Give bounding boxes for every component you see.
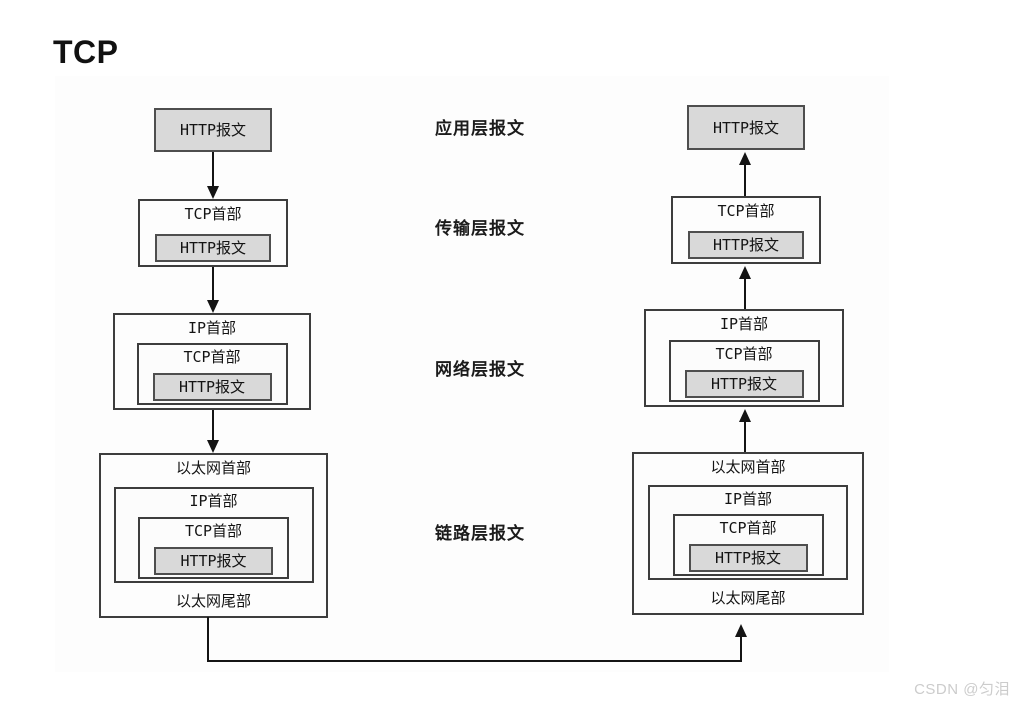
box-label-tcp-header: TCP首部 (183, 348, 241, 366)
encapsulation-arrow-3-line (212, 410, 214, 443)
csdn-watermark: CSDN @匀泪 (914, 681, 1010, 698)
box-label-http: HTTP报文 (712, 118, 780, 137)
right-link-tcp-box: TCP首部 HTTP报文 (672, 514, 824, 576)
right-network-box: IP首部 TCP首部 HTTP报文 (644, 309, 844, 407)
box-label-ip-header: IP首部 (723, 490, 773, 508)
box-label-ip-header: IP首部 (189, 491, 238, 510)
right-transport-box: TCP首部 HTTP报文 (671, 196, 821, 264)
box-label-ip-header: IP首部 (187, 319, 237, 337)
decapsulation-arrow-1-line (744, 164, 746, 196)
box-label-tcp-header: TCP首部 (717, 202, 775, 220)
page-title: TCP (53, 34, 119, 70)
left-transport-box: TCP首部 HTTP报文 (138, 199, 288, 267)
box-label-http: HTTP报文 (710, 375, 778, 393)
left-link-box: 以太网首部 IP首部 TCP首部 HTTP报文 以太网尾部 (99, 453, 328, 618)
decapsulation-arrow-2-line (744, 278, 746, 309)
right-link-box: 以太网首部 IP首部 TCP首部 HTTP报文 以太网尾部 (632, 452, 864, 615)
right-link-http-box: HTTP报文 (688, 544, 808, 572)
box-label-http: HTTP报文 (179, 121, 247, 139)
box-label-http: HTTP报文 (712, 236, 780, 254)
encapsulation-arrow-1-line (212, 152, 214, 188)
encapsulation-arrow-3-head (207, 440, 219, 453)
decapsulation-arrow-1-head (739, 152, 751, 165)
box-label-tcp-header: TCP首部 (184, 205, 242, 223)
left-link-http-box: HTTP报文 (154, 546, 273, 575)
right-transport-http-box: HTTP报文 (688, 231, 804, 259)
encapsulation-arrow-2-line (212, 267, 214, 302)
layer-label-network: 网络层报文 (435, 360, 525, 379)
box-label-http: HTTP报文 (178, 378, 246, 396)
transmission-connector-horizontal-line (207, 660, 742, 662)
left-link-ip-box: IP首部 TCP首部 HTTP报文 (113, 486, 314, 583)
decapsulation-arrow-3-line (744, 421, 746, 452)
encapsulation-arrow-2-head (207, 300, 219, 313)
right-app-message-box: HTTP报文 (687, 105, 805, 150)
box-label-ethernet-header: 以太网首部 (175, 459, 251, 477)
layer-label-transport: 传输层报文 (435, 219, 525, 238)
box-label-http: HTTP报文 (180, 551, 247, 570)
transmission-connector-right-line (740, 636, 742, 662)
left-app-message-box: HTTP报文 (154, 108, 272, 152)
box-label-http: HTTP报文 (179, 239, 247, 257)
box-label-ip-header: IP首部 (719, 315, 769, 333)
layer-label-application: 应用层报文 (435, 119, 525, 138)
box-label-ethernet-trailer: 以太网尾部 (710, 589, 786, 607)
transmission-connector-left-line (207, 617, 209, 662)
left-network-http-box: HTTP报文 (152, 373, 272, 401)
box-label-tcp-header: TCP首部 (719, 519, 777, 537)
left-link-tcp-box: TCP首部 HTTP报文 (138, 516, 289, 579)
box-label-ethernet-header: 以太网首部 (710, 458, 786, 476)
right-network-http-box: HTTP报文 (684, 370, 804, 398)
encapsulation-arrow-1-head (207, 186, 219, 199)
decapsulation-arrow-3-head (739, 409, 751, 422)
decapsulation-arrow-2-head (739, 266, 751, 279)
box-label-http: HTTP报文 (714, 549, 782, 567)
layer-label-link: 链路层报文 (435, 524, 525, 543)
box-label-ethernet-trailer: 以太网尾部 (175, 592, 251, 610)
left-network-tcp-box: TCP首部 HTTP报文 (136, 343, 288, 405)
box-label-tcp-header: TCP首部 (715, 345, 773, 363)
transmission-connector-arrow-head (735, 624, 747, 637)
right-network-tcp-box: TCP首部 HTTP报文 (668, 340, 820, 402)
box-label-tcp-header: TCP首部 (184, 521, 243, 540)
right-link-ip-box: IP首部 TCP首部 HTTP报文 (648, 485, 848, 580)
left-network-box: IP首部 TCP首部 HTTP报文 (113, 313, 311, 410)
left-transport-http-box: HTTP报文 (155, 234, 271, 262)
